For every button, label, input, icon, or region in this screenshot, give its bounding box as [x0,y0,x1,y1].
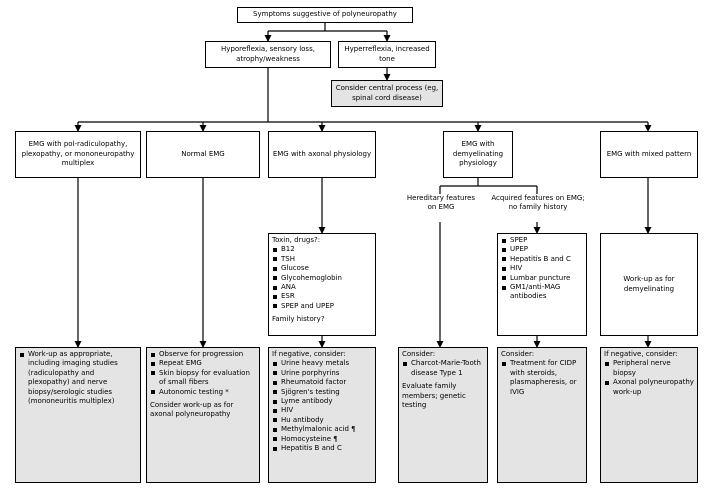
toxin-drugs-box: Toxin, drugs?: B12 TSH Glucose Glycohemo… [268,233,376,336]
emg-normal-text: Normal EMG [181,149,225,158]
toxin-test-list: B12 TSH Glucose Glycohemoglobin ANA ESR … [272,245,372,311]
toxin-drugs-title: Toxin, drugs?: [272,236,321,244]
hereditary-features-label: Hereditary features on EMG [405,194,477,213]
list-item: UPEP [501,245,583,254]
emg-mixed-text: EMG with mixed pattern [606,149,692,158]
list-item: Lumbar puncture [501,274,583,283]
list-item: Hepatitis B and C [272,444,372,453]
mixed-workup-box: Work-up as for demyelinating [600,233,698,336]
axonal-outcome-list: Urine heavy metals Urine porphyrins Rheu… [272,359,372,453]
list-item: Peripheral nerve biopsy [604,359,694,378]
list-item: Autonomic testing * [150,388,256,397]
list-item: GM1/anti-MAG antibodies [501,283,583,302]
mixed-outcome-title: If negative, consider: [604,350,678,358]
list-item: SPEP and UPEP [272,302,372,311]
hereditary-outcome-box: Consider: Charcot-Marie-Tooth disease Ty… [398,347,488,483]
list-item: Lyme antibody [272,397,372,406]
list-item: ESR [272,292,372,301]
list-item: Observe for progression [150,350,256,359]
list-item: TSH [272,255,372,264]
acquired-outcome-title: Consider: [501,350,535,358]
hereditary-outcome-title: Consider: [402,350,436,358]
list-item: Urine porphyrins [272,369,372,378]
emg-demyelinating-box: EMG with demyelinating physiology [443,131,513,178]
hyporeflexia-text: Hyporeflexia, sensory loss, atrophy/weak… [221,45,315,63]
list-item: Glycohemoglobin [272,274,372,283]
acquired-features-text: Acquired features on EMG; no family hist… [491,194,585,212]
list-item: SPEP [501,236,583,245]
central-process-text: Consider central process (eg, spinal cor… [335,84,439,102]
emg-axonal-box: EMG with axonal physiology [268,131,376,178]
list-item: Methylmalonic acid ¶ [272,425,372,434]
pol-outcome-box: Work-up as appropriate, including imagin… [15,347,141,483]
list-item: HIV [272,406,372,415]
emg-pol-radiculopathy-text: EMG with pol-radiculopathy, plexopathy, … [21,140,135,168]
list-item: Axonal polyneuropathy work-up [604,378,694,397]
mixed-workup-text: Work-up as for demyelinating [623,275,675,293]
acquired-outcome-box: Consider: Treatment for CIDP with steroi… [497,347,587,483]
hereditary-features-text: Hereditary features on EMG [406,194,476,212]
list-item: Urine heavy metals [272,359,372,368]
symptoms-box: Symptoms suggestive of polyneuropathy [237,7,413,23]
hereditary-outcome-footer: Evaluate family members; genetic testing [402,382,466,410]
normal-outcome-list: Observe for progression Repeat EMG Skin … [150,350,256,397]
list-item: Homocysteine ¶ [272,435,372,444]
pol-outcome-list: Work-up as appropriate, including imagin… [19,350,137,406]
mixed-outcome-list: Peripheral nerve biopsy Axonal polyneuro… [604,359,694,397]
acquired-test-list: SPEP UPEP Hepatitis B and C HIV Lumbar p… [501,236,583,302]
symptoms-text: Symptoms suggestive of polyneuropathy [253,10,397,19]
list-item: Hu antibody [272,416,372,425]
list-item: Treatment for CIDP with steroids, plasma… [501,359,583,397]
list-item: Glucose [272,264,372,273]
acquired-tests-box: SPEP UPEP Hepatitis B and C HIV Lumbar p… [497,233,587,336]
normal-outcome-box: Observe for progression Repeat EMG Skin … [146,347,260,483]
mixed-outcome-box: If negative, consider: Peripheral nerve … [600,347,698,483]
list-item: Sjögren's testing [272,388,372,397]
list-item: B12 [272,245,372,254]
axonal-outcome-box: If negative, consider: Urine heavy metal… [268,347,376,483]
emg-demyelinating-text: EMG with demyelinating physiology [452,140,504,168]
central-process-box: Consider central process (eg, spinal cor… [331,80,443,107]
hereditary-outcome-list: Charcot-Marie-Tooth disease Type 1 [402,359,484,378]
list-item: Charcot-Marie-Tooth disease Type 1 [402,359,484,378]
hyperreflexia-text: Hyperreflexia, increased tone [344,45,430,63]
emg-mixed-box: EMG with mixed pattern [600,131,698,178]
axonal-outcome-title: If negative, consider: [272,350,346,358]
list-item: HIV [501,264,583,273]
list-item: Rheumatoid factor [272,378,372,387]
emg-axonal-text: EMG with axonal physiology [272,149,372,158]
list-item: Work-up as appropriate, including imagin… [19,350,137,406]
acquired-features-label: Acquired features on EMG; no family hist… [490,194,586,213]
emg-normal-box: Normal EMG [146,131,260,178]
list-item: Repeat EMG [150,359,256,368]
acquired-outcome-list: Treatment for CIDP with steroids, plasma… [501,359,583,397]
emg-pol-radiculopathy-box: EMG with pol-radiculopathy, plexopathy, … [15,131,141,178]
hyporeflexia-box: Hyporeflexia, sensory loss, atrophy/weak… [205,41,331,68]
family-history-text: Family history? [272,315,325,324]
list-item: Skin biopsy for evaluation of small fibe… [150,369,256,388]
list-item: Hepatitis B and C [501,255,583,264]
normal-outcome-footer: Consider work-up as for axonal polyneuro… [150,401,234,419]
list-item: ANA [272,283,372,292]
hyperreflexia-box: Hyperreflexia, increased tone [338,41,436,68]
